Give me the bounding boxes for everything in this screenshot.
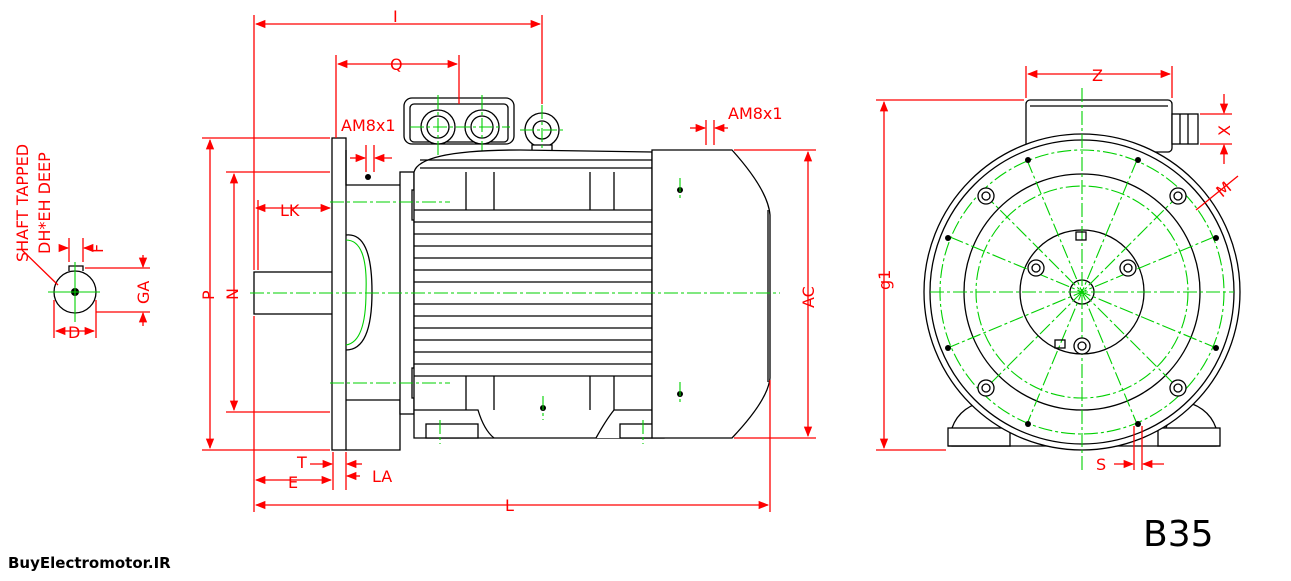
- dim-I: I: [393, 7, 398, 26]
- deep-label: DH*EH DEEP: [35, 152, 54, 254]
- dim-AM-left: AM8x1: [341, 116, 396, 135]
- front-view: Z X M g1 S: [875, 66, 1241, 474]
- brand-watermark: BuyElectromotor.IR: [8, 554, 171, 572]
- dim-GA: GA: [134, 281, 153, 304]
- dim-D: D: [68, 323, 80, 342]
- shaft-tapped-label: SHAFT TAPPED: [13, 144, 32, 262]
- dim-Z: Z: [1092, 66, 1103, 85]
- side-view: I Q AM8x1 AM8x1 LK P N AC: [199, 7, 818, 515]
- dim-LK: LK: [280, 201, 300, 220]
- dim-L: L: [505, 496, 514, 515]
- dim-P: P: [199, 290, 218, 300]
- dim-X: X: [1215, 125, 1234, 136]
- dim-E: E: [288, 473, 298, 492]
- dim-S: S: [1096, 455, 1106, 474]
- shaft-end-detail: SHAFT TAPPED DH*EH DEEP F GA D: [13, 144, 153, 342]
- dim-LA: LA: [372, 467, 392, 486]
- dim-F: F: [88, 244, 107, 253]
- dim-AM-right: AM8x1: [728, 104, 783, 123]
- radial-centerlines: [930, 88, 1234, 470]
- dim-N: N: [223, 288, 242, 300]
- cooling-fins: [414, 159, 652, 410]
- dim-T: T: [296, 453, 307, 472]
- dim-Q: Q: [390, 55, 403, 74]
- model-code: B35: [1143, 514, 1214, 555]
- dim-AC: AC: [799, 286, 818, 308]
- bolt-holes: [945, 157, 1219, 427]
- dim-g1: g1: [875, 270, 894, 290]
